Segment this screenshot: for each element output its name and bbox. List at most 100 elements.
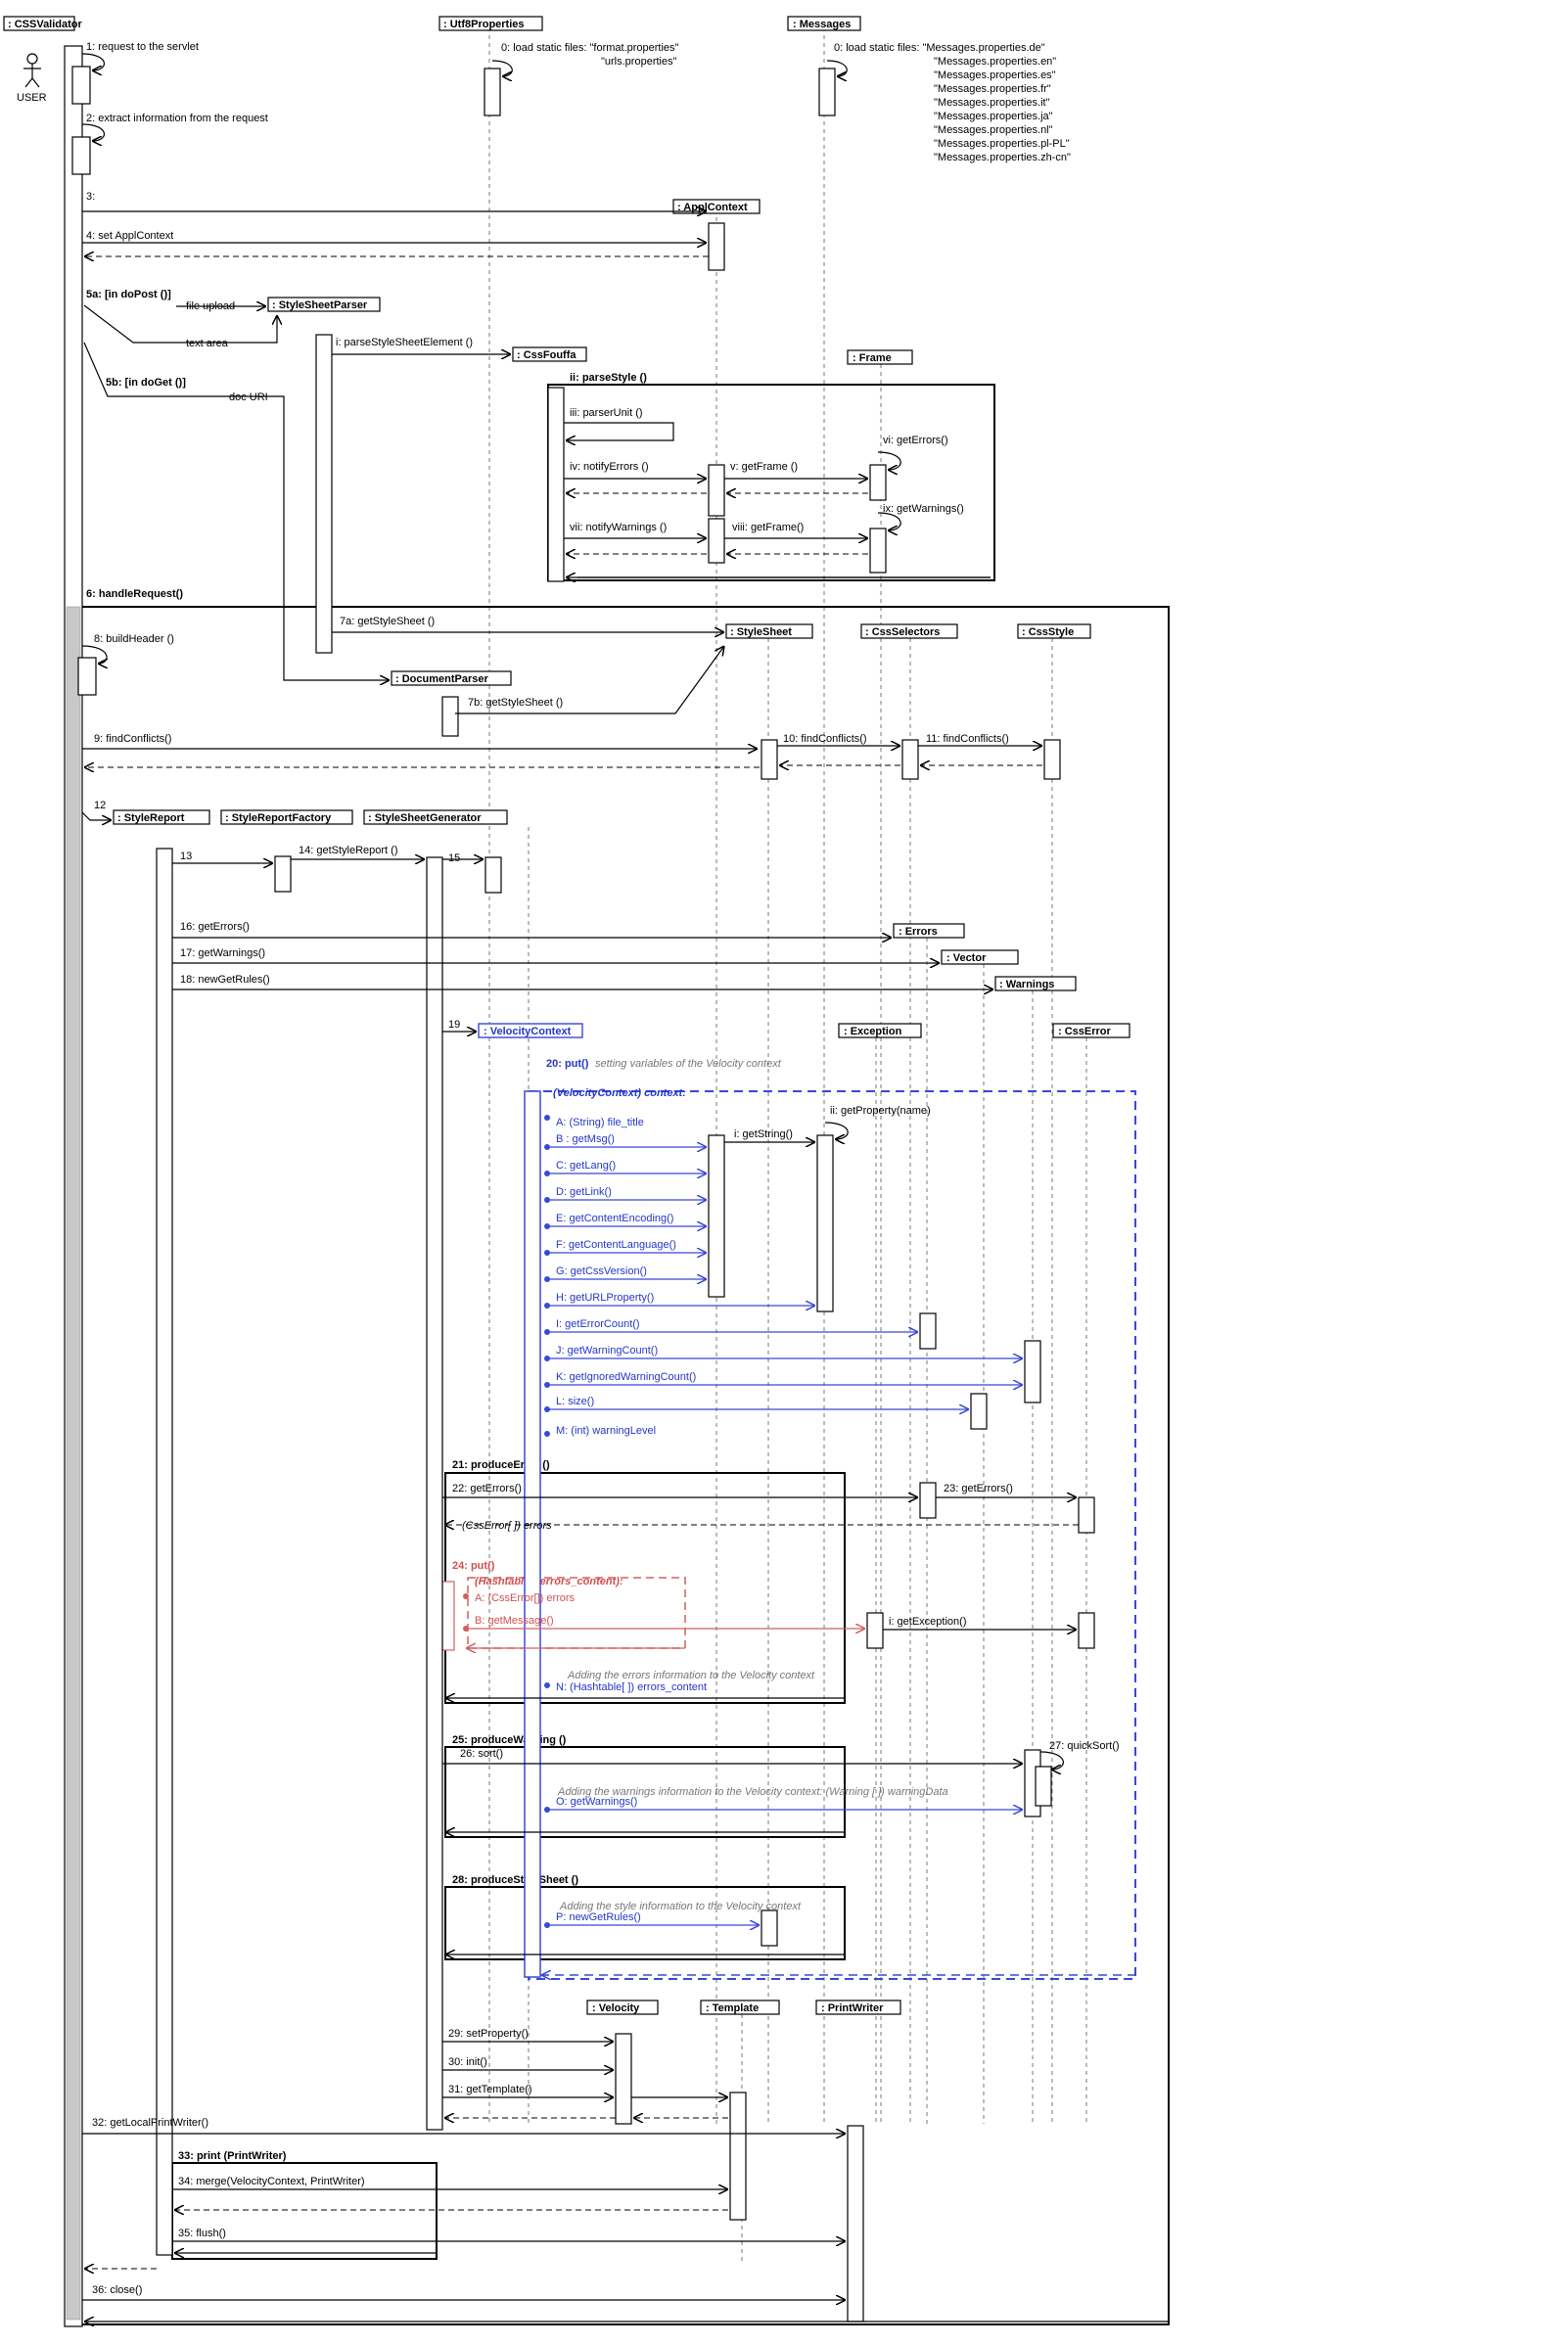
message-label: 18: newGetRules(): [180, 974, 270, 986]
csv-activation: [64, 45, 97, 2327]
participant-utf8properties: : Utf8Properties: [443, 19, 525, 30]
note-doget: 5b: [in doGet ()]: [106, 377, 186, 389]
frame-label: 25: produceWarning (): [452, 1734, 567, 1746]
note-messages-load: "Messages.properties.es": [934, 69, 1056, 81]
message-label: A: (CssError[]) errors: [475, 1592, 576, 1604]
note-utf8-load: "urls.properties": [601, 56, 677, 68]
frame-produce-stylesheet: 28: produceStyleSheet (): [444, 1874, 846, 1960]
note-put-20: 20: put(): [546, 1058, 589, 1070]
message-label: 7b: getStyleSheet (): [468, 697, 563, 709]
message-label: v: getFrame (): [730, 461, 798, 473]
participant-stylesheetgenerator: : StyleSheetGenerator: [368, 812, 482, 824]
participant-vector: : Vector: [946, 952, 987, 964]
message-label: 36: close(): [92, 2284, 142, 2296]
message-label: ix: getWarnings(): [883, 503, 964, 515]
frame-label: (VelocityContext) context:: [553, 1087, 686, 1099]
note-messages-load: 0: load static files: "Messages.properti…: [834, 42, 1045, 54]
participant-velocitycontext: : VelocityContext: [484, 1026, 572, 1037]
message-label: 34: merge(VelocityContext, PrintWriter): [178, 2176, 365, 2187]
note-dopost: 5a: [in doPost ()]: [86, 289, 171, 300]
message-label: P: newGetRules(): [556, 1911, 641, 1923]
note-put-24: 24: put(): [452, 1560, 495, 1572]
message-label: 3:: [86, 191, 95, 203]
participant-velocity: : Velocity: [592, 2002, 640, 2014]
message-label: 35: flush(): [178, 2228, 226, 2239]
message-label: 29: setProperty(): [448, 2028, 529, 2040]
actor-label: USER: [17, 92, 47, 104]
note-errors-info: Adding the errors information to the Vel…: [567, 1670, 815, 1681]
message-label: E: getContentEncoding(): [556, 1213, 673, 1224]
message-label: 7a: getStyleSheet (): [340, 616, 435, 627]
messages-handle-request: 7a: getStyleSheet () 8: buildHeader () 7…: [81, 616, 1042, 1032]
participant-stylereportfactory: : StyleReportFactory: [225, 812, 332, 824]
participant-messages: : Messages: [793, 19, 851, 30]
message-label: 30: init(): [448, 2056, 487, 2068]
message-label: L: size(): [556, 1396, 594, 1407]
note-style-info: Adding the style information to the Velo…: [559, 1901, 802, 1912]
participant-headers: : CSSValidator : Utf8Properties : Messag…: [3, 16, 1130, 2015]
activation-bars: [156, 68, 1095, 2322]
messages-init: 1: request to the servlet 2: extract inf…: [81, 41, 991, 680]
participant-cssfouffa: : CssFouffa: [517, 349, 576, 361]
participant-documentparser: : DocumentParser: [395, 673, 488, 685]
message-label: 26: sort(): [460, 1748, 503, 1760]
messages-produce-warning: 26: sort() 27: quickSort(): [442, 1740, 1120, 1954]
message-label: vi: getErrors(): [883, 435, 948, 446]
participant-cssstyle: : CssStyle: [1022, 626, 1074, 638]
message-label: B: getMessage(): [475, 1615, 554, 1627]
message-label: A: (String) file_title: [556, 1117, 644, 1128]
frame-errors-content: (Hashtable[] errors_content):: [436, 1576, 686, 1651]
note-messages-load: "Messages.properties.pl-PL": [934, 138, 1070, 150]
message-label: B : getMsg(): [556, 1133, 615, 1145]
messages-properties: i: getString() ii: getProperty(name): [724, 1105, 931, 1142]
participant-frame: : Frame: [853, 352, 892, 364]
participant-template: : Template: [706, 2002, 759, 2014]
message-label: i: getString(): [734, 1128, 793, 1140]
message-label: 23: getErrors(): [944, 1483, 1013, 1494]
message-label: F: getContentLanguage(): [556, 1239, 676, 1251]
frame-label: 28: produceStyleSheet (): [452, 1874, 578, 1886]
message-label: 27: quickSort(): [1049, 1740, 1120, 1752]
message-label: 19: [448, 1019, 460, 1031]
message-label: i: parseStyleSheetElement (): [336, 337, 473, 348]
notes: 0: load static files: "format.properties…: [86, 42, 1071, 1912]
participant-errors: : Errors: [899, 926, 938, 938]
message-label: (CssError[ ]) errors: [462, 1520, 552, 1532]
participant-applcontext: : ApplContext: [677, 202, 748, 213]
message-label: 13: [180, 851, 192, 862]
message-label: 15: [448, 852, 460, 864]
participant-cssvalidator: : CSSValidator: [8, 19, 83, 30]
participant-cssselectors: : CssSelectors: [865, 626, 940, 638]
frame-parse-style: ii: parseStyle (): [547, 372, 995, 581]
frame-print: 33: print (PrintWriter): [171, 2150, 438, 2260]
velocity-context-activation: [524, 1090, 541, 1978]
message-label: 9: findConflicts(): [94, 733, 171, 745]
message-label: H: getURLProperty(): [556, 1292, 654, 1304]
message-label: iv: notifyErrors (): [570, 461, 649, 473]
note-put-20-desc: setting variables of the Velocity contex…: [595, 1058, 782, 1070]
message-label: doc URI: [229, 391, 268, 403]
note-utf8-load: 0: load static files: "format.properties…: [501, 42, 679, 54]
stick-figure-icon: [23, 53, 41, 88]
message-label: ii: getProperty(name): [830, 1105, 931, 1117]
message-label: 31: getTemplate(): [448, 2084, 532, 2095]
participant-printwriter: : PrintWriter: [821, 2002, 884, 2014]
participant-stylereport: : StyleReport: [117, 812, 185, 824]
message-label: viii: getFrame(): [732, 522, 804, 533]
participant-csserror: : CssError: [1058, 1026, 1112, 1037]
message-label: 1: request to the servlet: [86, 41, 199, 53]
participant-stylesheetparser: : StyleSheetParser: [272, 299, 368, 311]
message-label: iii: parserUnit (): [570, 407, 643, 419]
message-label: 11: findConflicts(): [926, 733, 1009, 745]
message-label: 10: findConflicts(): [783, 733, 867, 745]
message-label: 16: getErrors(): [180, 921, 250, 933]
messages-produce-error: 22: getErrors() 23: getErrors() (CssErro…: [442, 1483, 1079, 1698]
message-label: I: getErrorCount(): [556, 1318, 640, 1330]
note-messages-load: "Messages.properties.it": [934, 97, 1050, 109]
note-messages-load: "Messages.properties.fr": [934, 83, 1051, 95]
note-messages-load: "Messages.properties.zh-cn": [934, 152, 1071, 163]
messages-output: 29: setProperty() 30: init() 31: getTemp…: [82, 2028, 1169, 2322]
message-label: 22: getErrors(): [452, 1483, 522, 1494]
message-label: G: getCssVersion(): [556, 1265, 647, 1277]
message-label: 17: getWarnings(): [180, 947, 265, 959]
